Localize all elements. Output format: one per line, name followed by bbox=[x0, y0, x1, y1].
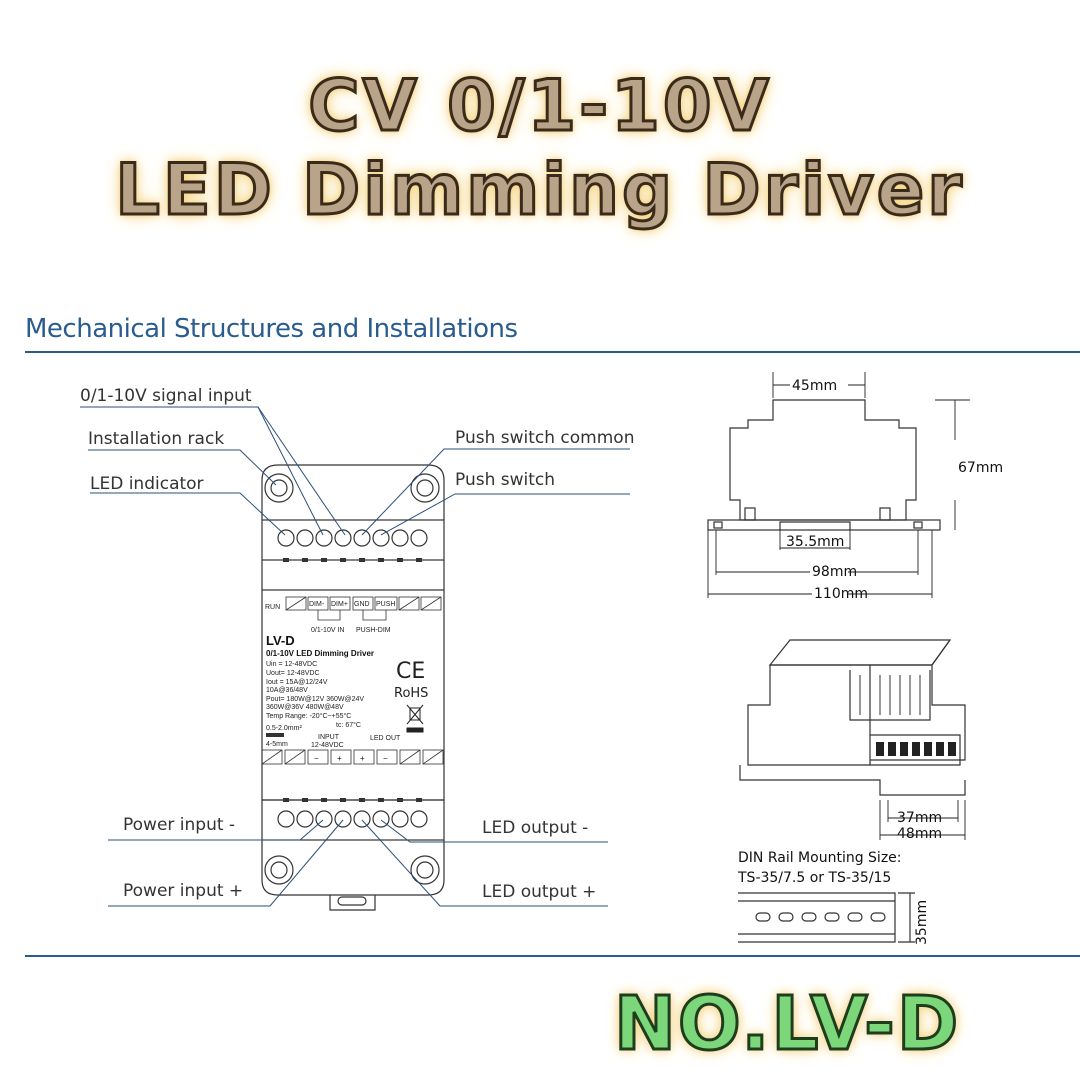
callout-signal-input: 0/1-10V signal input bbox=[80, 386, 252, 406]
top-divider bbox=[25, 351, 1080, 353]
output-plus-terminal: + bbox=[360, 754, 365, 763]
bottom-terminal-slots bbox=[283, 798, 422, 802]
side-view-drawing bbox=[707, 399, 941, 531]
section-heading: Mechanical Structures and Installations bbox=[25, 314, 518, 344]
terminal-dim-plus: DIM+ bbox=[331, 601, 348, 608]
callout-leaders bbox=[80, 406, 630, 907]
bottom-terminal-labels bbox=[261, 749, 444, 765]
spec-line-6: 360W@36V 480W@48V bbox=[266, 704, 344, 711]
dim-width-110: 110mm bbox=[814, 586, 868, 602]
wire-size-label: 0.5-2.0mm² bbox=[266, 725, 302, 732]
strip-length-label: 4-5mm bbox=[266, 741, 288, 748]
terminal-push: PUSH bbox=[376, 601, 395, 608]
spec-line-2: Uout= 12-48VDC bbox=[266, 670, 320, 677]
tc-label: tc: 67°C bbox=[336, 721, 361, 729]
spec-line-5: Pout= 180W@12V 360W@24V bbox=[266, 696, 364, 703]
dim-height-67: 67mm bbox=[958, 460, 1003, 476]
input-label: INPUT bbox=[318, 734, 340, 741]
top-terminal-labels bbox=[285, 596, 442, 621]
spec-line-4: 10A@36/48V bbox=[266, 687, 308, 694]
callout-led-indicator: LED indicator bbox=[90, 474, 204, 494]
terminal-gnd: GND bbox=[354, 601, 370, 608]
rohs-mark: RoHS bbox=[394, 686, 428, 701]
device-name: 0/1-10V LED Dimming Driver bbox=[266, 649, 374, 658]
isometric-terminals bbox=[876, 742, 956, 756]
isometric-fins bbox=[859, 675, 921, 715]
top-terminal-slots bbox=[283, 558, 422, 562]
callout-power-input-plus: Power input + bbox=[123, 881, 243, 901]
isometric-view-drawing bbox=[739, 639, 966, 796]
led-out-label: LED OUT bbox=[370, 735, 401, 742]
push-dim-label: PUSH-DIM bbox=[356, 627, 391, 634]
callout-installation-rack: Installation rack bbox=[88, 429, 224, 449]
din-rail-types: TS-35/7.5 or TS-35/15 bbox=[737, 870, 891, 886]
din-rail-title: DIN Rail Mounting Size: bbox=[738, 850, 902, 866]
callout-led-output-minus: LED output - bbox=[482, 818, 588, 838]
device-model: LV-D bbox=[266, 633, 295, 648]
weee-bin-icon bbox=[406, 704, 424, 733]
title-line-1: CV 0/1-10V bbox=[307, 65, 772, 148]
dim-in-label: 0/1-10V IN bbox=[311, 627, 344, 634]
spec-line-7: Temp Range: -20°C~+55°C bbox=[266, 712, 351, 720]
dim-rail-height-35: 35mm bbox=[914, 900, 930, 945]
dim-width-48: 48mm bbox=[897, 826, 942, 842]
title-line-2: LED Dimming Driver bbox=[114, 149, 965, 232]
spec-line-1: Uin = 12-48VDC bbox=[266, 661, 317, 668]
bottom-divider bbox=[25, 955, 1080, 957]
callout-led-output-plus: LED output + bbox=[482, 882, 596, 902]
wire-strip-graphic bbox=[266, 733, 284, 737]
iso-dimension-lines bbox=[879, 800, 966, 840]
dim-width-35-5: 35.5mm bbox=[786, 534, 844, 550]
top-terminal-screws bbox=[277, 529, 428, 547]
model-number: NO.LV-D bbox=[612, 981, 961, 1068]
ce-mark: CE bbox=[396, 659, 425, 684]
side-view-dimension-lines bbox=[707, 372, 970, 598]
dim-width-37: 37mm bbox=[897, 810, 942, 826]
input-minus-terminal: − bbox=[314, 754, 319, 763]
callout-push-switch: Push switch bbox=[455, 470, 555, 490]
output-minus-terminal: − bbox=[383, 754, 388, 763]
input-plus-terminal: + bbox=[337, 754, 342, 763]
device-front-view bbox=[261, 464, 445, 911]
callout-push-switch-common: Push switch common bbox=[455, 428, 634, 448]
run-indicator-label: RUN bbox=[265, 604, 280, 611]
bottom-terminal-screws bbox=[277, 810, 428, 828]
spec-line-3: Iout = 15A@12/24V bbox=[266, 679, 328, 686]
dim-width-45: 45mm bbox=[792, 378, 837, 394]
callout-power-input-minus: Power input - bbox=[123, 815, 235, 835]
terminal-dim-minus: DIM- bbox=[309, 601, 325, 608]
dim-width-98: 98mm bbox=[812, 564, 857, 580]
din-rail-drawing bbox=[738, 892, 915, 943]
input-voltage-label: 12-48VDC bbox=[311, 742, 344, 749]
